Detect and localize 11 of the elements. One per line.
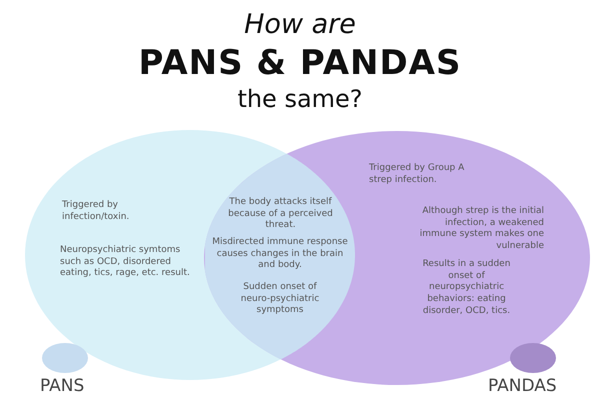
venn-text: Triggered by infection/toxin. — [62, 200, 130, 224]
title: How are PANS & PANDAS the same? — [138, 8, 462, 114]
venn-text: The body attacks itself because of a perceived threat. — [227, 197, 334, 232]
venn-text: Neuropsychiatric symtoms such as OCD, disordered eating, tics, rage, etc. result. — [60, 245, 190, 280]
venn-text: Results in a sudden onset of neuropsychiatric behaviors: eating disorder, OCD, tics. — [422, 259, 512, 318]
venn-text: Although strep is the initial infection, a weakened immune system makes one vulnerable — [419, 206, 544, 253]
legend-label: PANS — [40, 376, 84, 396]
venn-text: Sudden onset of neuro-psychiatric symptoms — [240, 282, 320, 318]
legend-label: PANDAS — [488, 376, 557, 396]
venn-text: Misdirected immune response causes changes in the brain and body. — [211, 237, 349, 272]
venn-text: Triggered by Group A strep infection. — [369, 163, 466, 186]
